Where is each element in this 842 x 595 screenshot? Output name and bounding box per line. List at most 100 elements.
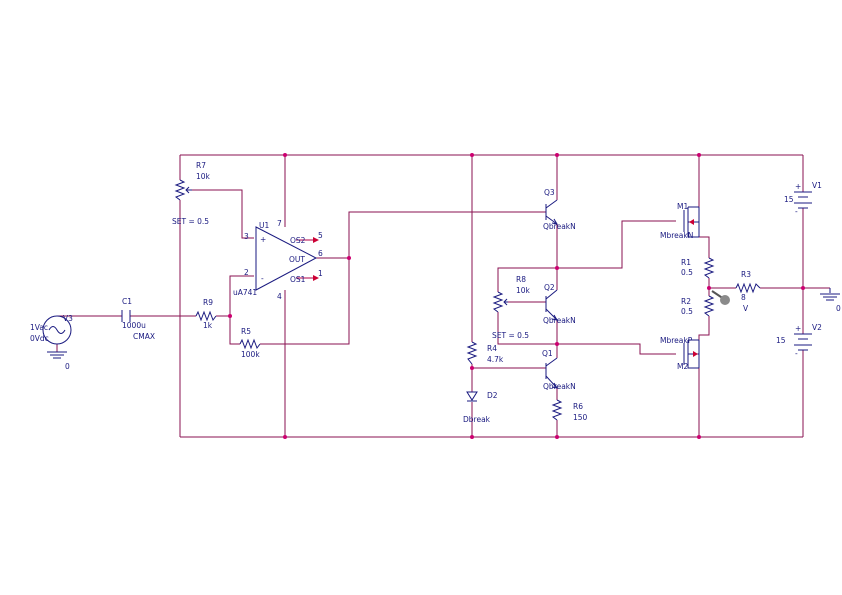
v1-minus: -	[795, 207, 798, 216]
r9-value: 1k	[203, 321, 213, 330]
r5-value: 100k	[241, 350, 260, 359]
u1-pin4: 4	[277, 292, 282, 301]
wire-m1-r1	[699, 236, 710, 258]
m2-arrow	[693, 351, 698, 357]
wire-inverting-input	[216, 275, 254, 317]
junction	[697, 153, 701, 157]
u1-os2: OS2	[290, 236, 306, 245]
r6-label: R6	[573, 402, 583, 411]
q2-leads	[545, 289, 558, 321]
c1-plates	[121, 310, 131, 322]
resistor-r6[interactable]: R6 150	[551, 399, 588, 422]
transistor-q2[interactable]: Q2 QbreakN	[543, 283, 576, 325]
v1-value: 15	[784, 195, 794, 204]
r4-label: R4	[487, 344, 497, 353]
r1-value: 0.5	[681, 268, 693, 277]
m2-label: M2	[677, 362, 688, 371]
v1-plates	[794, 191, 812, 209]
r4-body	[466, 341, 478, 365]
junction	[555, 435, 559, 439]
v3-ac: 1Vac	[30, 323, 48, 332]
q3-label: Q3	[544, 188, 555, 197]
wires	[56, 154, 830, 438]
u1-os1: OS1	[290, 275, 306, 284]
r8-body	[492, 291, 504, 313]
u1-pin3: 3	[244, 232, 249, 241]
transistor-q3[interactable]: Q3 QbreakN	[543, 188, 576, 231]
diode-d2[interactable]: D2 Dbreak	[463, 391, 498, 424]
potentiometer-r8[interactable]: R8 10k SET = 0.5	[492, 275, 531, 340]
q3-leads	[545, 199, 558, 225]
m1-arrow	[689, 219, 694, 225]
v1-label: V1	[812, 181, 822, 190]
ground-right-symbol	[820, 293, 840, 301]
q2-emitter-arrow	[551, 314, 559, 321]
u1-out: OUT	[289, 255, 305, 264]
resistor-r4[interactable]: R4 4.7k	[466, 341, 504, 365]
wire-r2-m2	[698, 316, 710, 340]
r2-label: R2	[681, 297, 691, 306]
m1-label: M1	[677, 202, 688, 211]
wire-r8-bottom	[497, 312, 557, 345]
v3-circle	[42, 315, 72, 345]
ground-left: 0	[47, 351, 70, 371]
c1-value: 1000u	[122, 321, 146, 330]
v1-plus: +	[795, 182, 801, 191]
r1-label: R1	[681, 258, 691, 267]
v2-value: 15	[776, 336, 786, 345]
junction	[707, 286, 711, 290]
resistor-r5[interactable]: R5 100k	[239, 327, 261, 359]
r7-value: 10k	[196, 172, 211, 181]
ac-source-v3[interactable]: V3 1Vac 0Vdc	[30, 314, 73, 345]
potentiometer-r7[interactable]: R7 10k SET = 0.5	[172, 161, 211, 226]
r8-wiper-arrow	[503, 298, 508, 306]
junction	[347, 256, 351, 260]
c1-label: C1	[122, 297, 132, 306]
q1-label: Q1	[542, 349, 553, 358]
r3-body	[735, 282, 761, 294]
u1-pin7: 7	[277, 219, 282, 228]
battery-v2[interactable]: V2 15 + -	[776, 323, 822, 358]
mosfet-m1[interactable]: M1 MbreakN	[660, 202, 700, 240]
d2-triangle	[466, 391, 478, 401]
capacitor-c1[interactable]: C1 1000u CMAX	[121, 297, 155, 341]
opamp-u1[interactable]: + - U1 uA741 3 2 7 4 6 5 1 OS2 OUT OS1	[233, 219, 323, 301]
u1-triangle	[255, 226, 318, 291]
r4-value: 4.7k	[487, 355, 504, 364]
m2-model: MbreakP	[660, 336, 693, 345]
junctions	[228, 153, 805, 439]
junction	[697, 435, 701, 439]
r8-set: SET = 0.5	[492, 331, 529, 340]
wire-r8-top	[497, 267, 557, 292]
mosfet-m2[interactable]: M2 MbreakP	[660, 336, 700, 371]
junction	[470, 435, 474, 439]
wire-u1-output	[316, 211, 546, 259]
v3-sine	[48, 326, 66, 334]
c1-model: CMAX	[133, 332, 155, 341]
resistor-r9[interactable]: R9 1k	[195, 298, 217, 330]
v2-plates	[794, 333, 812, 351]
u1-minus-sign: -	[261, 274, 264, 283]
resistor-r2[interactable]: R2 0.5	[681, 295, 715, 317]
ground-left-symbol	[47, 351, 67, 359]
wire-m1-gate	[557, 220, 676, 269]
d2-model: Dbreak	[463, 415, 491, 424]
resistor-r3[interactable]: R3 8	[735, 270, 761, 302]
wire-r5-left	[229, 316, 240, 345]
u1-pin2: 2	[244, 268, 249, 277]
q3-emitter-arrow	[551, 218, 559, 225]
r7-set: SET = 0.5	[172, 217, 209, 226]
m1-model: MbreakN	[660, 231, 693, 240]
r9-body	[195, 310, 217, 322]
junction	[801, 286, 805, 290]
wire-feedback	[260, 258, 350, 345]
voltage-probe[interactable]: V	[711, 290, 749, 313]
transistor-q1[interactable]: Q1 QbreakN	[542, 349, 576, 391]
q3-model: QbreakN	[543, 222, 576, 231]
resistor-r1[interactable]: R1 0.5	[681, 257, 715, 279]
v2-plus: +	[795, 324, 801, 333]
battery-v1[interactable]: V1 15 + -	[784, 181, 822, 216]
r1-body	[703, 257, 715, 279]
u1-part: uA741	[233, 288, 257, 297]
